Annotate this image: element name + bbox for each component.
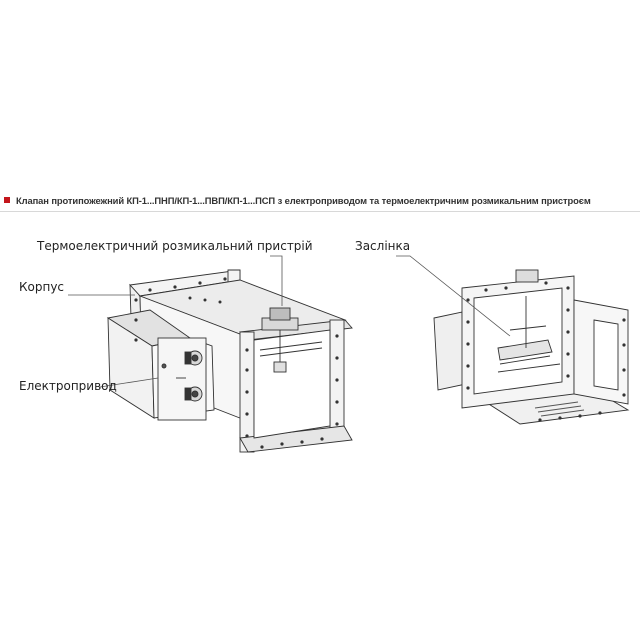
front-flange-left <box>239 319 353 453</box>
label-damper: Заслінка <box>355 239 411 253</box>
label-actuator: Електропривод <box>19 379 117 393</box>
right-valve-drawing <box>433 269 630 425</box>
header-divider <box>0 211 640 212</box>
label-thermal-device: Термоелектричний розмикальний пристрій <box>37 239 313 253</box>
bottom-grille <box>534 401 585 417</box>
left-flange-holes <box>134 277 339 449</box>
right-side-box <box>433 311 467 391</box>
thermal-mechanism <box>259 307 323 373</box>
header: Клапан протипожежний КП-1...ПНП/КП-1...П… <box>4 193 636 207</box>
label-body: Корпус <box>19 280 65 294</box>
left-leaders <box>68 255 283 388</box>
damper-blade <box>497 296 561 373</box>
right-flange-holes <box>466 281 626 422</box>
red-square-icon <box>4 197 10 203</box>
right-leaders <box>396 255 511 337</box>
page-title: Клапан протипожежний КП-1...ПНП/КП-1...П… <box>16 194 591 206</box>
actuator-box <box>106 309 215 421</box>
left-valve-drawing <box>106 269 353 453</box>
